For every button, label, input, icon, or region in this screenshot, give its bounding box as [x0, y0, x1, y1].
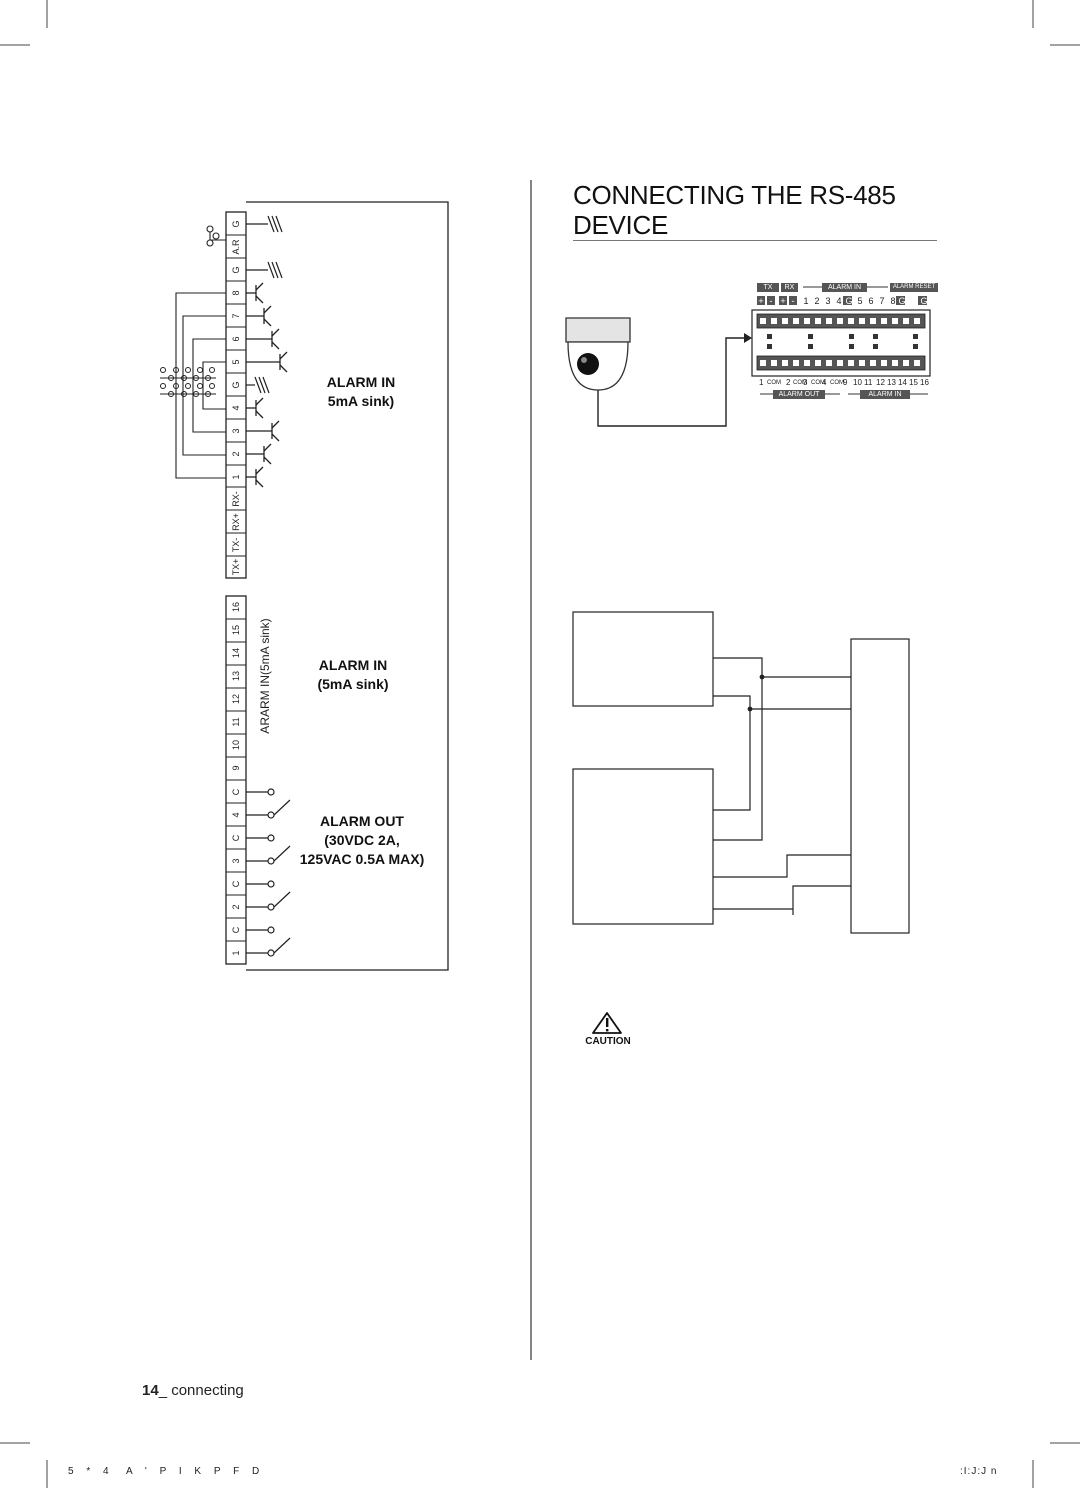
print-code-left-a: 5 * 4: [68, 1466, 114, 1477]
heading-line-2: DEVICE: [573, 210, 669, 240]
panel-top-label: G: [845, 296, 853, 306]
dome-camera: [565, 317, 631, 391]
panel-bottom-label: COM: [830, 380, 844, 386]
panel-top-label: 4: [836, 296, 842, 306]
panel-top-label: 5: [857, 296, 863, 306]
section-heading: CONNECTING THE RS-485 DEVICE: [573, 180, 943, 240]
rs485-connection-diagram: [565, 283, 938, 1034]
page-footer: 14_ connecting: [142, 1382, 244, 1399]
page-number: 14: [142, 1382, 159, 1399]
panel-bottom-label: 3: [803, 378, 808, 387]
alarm-in-label-1: ALARM IN 5mA sink): [306, 373, 416, 411]
heading-rule: [573, 240, 937, 241]
panel-top-label: -: [791, 296, 795, 306]
print-code-left-b: A ' P I K P F D: [126, 1466, 265, 1477]
panel-bottom-label: 9: [843, 378, 848, 387]
page-section-name: _ connecting: [158, 1382, 244, 1399]
panel-bottom-label: 10: [853, 378, 862, 387]
panel-bottom-label: 16: [920, 378, 929, 387]
alarm-out-title: ALARM OUT: [320, 813, 404, 829]
panel-top-label: G: [920, 296, 928, 306]
panel-bottom-label: 11: [864, 378, 873, 387]
alarm-out-voltage-dc: (30VDC 2A,: [324, 832, 400, 848]
panel-bottom-label: 14: [898, 378, 907, 387]
rs485-wiring-block-diagram: [572, 611, 910, 934]
panel-top-label: 2: [814, 296, 820, 306]
heading-line-1: CONNECTING THE RS-485: [573, 180, 896, 210]
panel-top-label: +: [758, 296, 764, 306]
alarm-out-label: ALARM OUT (30VDC 2A, 125VAC 0.5A MAX): [292, 812, 432, 869]
alarm-in-1-title: ALARM IN: [326, 374, 396, 390]
print-code-right: :I:J:J n: [960, 1466, 998, 1477]
panel-bottom-label: 13: [887, 378, 896, 387]
panel-bottom-label: 15: [909, 378, 918, 387]
panel-label-alarm-out: ALARM OUT: [778, 391, 820, 398]
caution-icon: [592, 1012, 622, 1034]
alarm-in-2-title: ALARM IN: [318, 657, 388, 673]
panel-bottom-label: COM: [793, 380, 807, 386]
panel-top-label: 6: [868, 296, 874, 306]
panel-bottom-label: COM: [811, 380, 825, 386]
terminal-label: TX+: [231, 558, 241, 576]
panel-bottom-label: 4: [822, 378, 827, 387]
panel-label-alarm-in: ALARM IN: [827, 284, 862, 291]
panel-label-rx: RX: [784, 284, 795, 291]
panel-top-label: 7: [879, 296, 885, 306]
caution-label: CAUTION: [585, 1036, 631, 1047]
panel-top-label: 3: [825, 296, 831, 306]
panel-label-alarm-in-bottom: ALARM IN: [868, 391, 902, 398]
alarm-in-1-spec: 5mA sink): [327, 393, 395, 409]
alarm-out-voltage-ac: 125VAC 0.5A MAX): [299, 851, 425, 867]
panel-label-tx: TX: [763, 284, 773, 291]
panel-top-label: 1: [803, 296, 809, 306]
panel-label-alarm-reset: ALARM RESET: [892, 284, 936, 290]
rear-connector-diagram: [160, 201, 449, 971]
panel-top-label: +: [780, 296, 786, 306]
alarm-in-side-label: ARARM IN(5mA sink): [258, 618, 272, 734]
terminal-label: 9: [231, 765, 241, 771]
panel-bottom-label: 1: [759, 378, 764, 387]
alarm-in-label-2: ALARM IN (5mA sink): [298, 656, 408, 694]
panel-bottom-label: COM: [767, 380, 781, 386]
panel-bottom-label: 12: [876, 378, 885, 387]
panel-top-label: -: [769, 296, 773, 306]
alarm-in-2-spec: (5mA sink): [317, 676, 389, 692]
panel-top-label: 8: [890, 296, 896, 306]
terminal-label: 1: [231, 950, 241, 956]
panel-bottom-label: 2: [786, 378, 791, 387]
rear-panel-connector: [751, 283, 938, 399]
panel-top-label: G: [898, 296, 906, 306]
